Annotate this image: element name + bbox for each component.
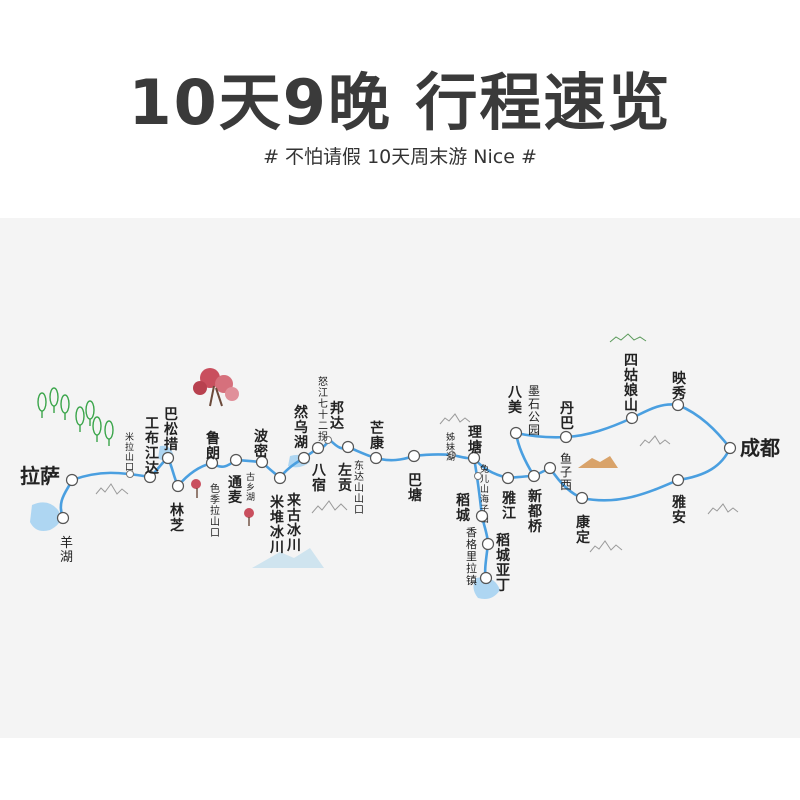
station-label-xinduqiao: 新都桥 — [527, 488, 543, 535]
station-marker-miduibingchuan — [273, 471, 287, 485]
station-marker-batang — [407, 449, 421, 463]
station-label-yuzixi: 鱼子西 — [560, 452, 572, 492]
station-marker-bamei — [509, 426, 523, 440]
station-label-chengdu: 成都 — [740, 436, 780, 460]
station-marker-yaan — [671, 473, 685, 487]
station-label-danba: 丹巴 — [560, 401, 574, 432]
station-marker-lhasa — [65, 473, 79, 487]
daocheng-lake-illustration — [473, 577, 500, 599]
station-label-basu: 八宿 — [311, 463, 327, 494]
page-title: 10天9晚 行程速览 — [128, 66, 672, 139]
station-marker-yajiang — [501, 471, 515, 485]
station-label-siguniangshan: 四姑娘山 — [624, 353, 639, 414]
blossom-tree-illustration — [191, 368, 254, 526]
station-label-kangding: 康定 — [576, 514, 591, 546]
station-label-ranwuhu: 然乌湖 — [294, 404, 308, 451]
station-label-gongbujiangda: 工布江达 — [145, 416, 159, 477]
station-label-yanghu: 羊湖 — [60, 535, 73, 565]
station-label-yingxiu: 映秀 — [671, 371, 687, 402]
station-marker-chengdu — [723, 441, 737, 455]
station-label-milashankou: 米拉山口 — [125, 431, 134, 473]
station-label-moshigongyuan: 墨石公园 — [528, 384, 540, 437]
station-marker-yanghu — [56, 511, 70, 525]
station-marker-zimeihu — [448, 451, 456, 459]
station-label-lhasa: 拉萨 — [20, 464, 60, 488]
station-marker-bomi — [255, 455, 269, 469]
station-label-bamei: 八美 — [507, 385, 523, 416]
main-route-line — [59, 403, 732, 579]
station-marker-basu — [311, 441, 325, 455]
mountain-illustration — [95, 333, 739, 553]
station-label-litang: 理塘 — [468, 425, 482, 456]
station-label-zuogong: 左贡 — [337, 462, 352, 494]
station-label-yaan: 雅安 — [672, 494, 686, 526]
route-map-panel: 拉萨羊湖 米拉山口 工布江达巴松措林芝 鲁朗色季拉山口通麦古乡湖 波密米堆冰川来古冰川 然… — [0, 218, 800, 738]
station-label-yajiang: 雅江 — [502, 490, 516, 522]
station-marker-litang — [467, 451, 481, 465]
station-label-zimeihu: 姊妹湖 — [446, 431, 455, 463]
station-label-guxianghu: 古乡湖 — [246, 471, 255, 503]
station-marker-xianggelila — [481, 537, 495, 551]
station-label-tongmai: 通麦 — [228, 475, 243, 506]
tree-illustration — [37, 387, 114, 446]
station-marker-milashankou — [126, 470, 134, 478]
station-label-xianggelila: 香格里拉镇 — [466, 526, 477, 587]
station-label-daocheng: 稻城 — [456, 492, 470, 524]
station-label-daochengyading: 稻城亚丁 — [496, 532, 510, 594]
station-marker-nujiang72 — [324, 436, 332, 444]
station-label-miduibingchuan: 米堆冰川 — [269, 494, 285, 556]
station-label-sejilashankou: 色季拉山口 — [210, 482, 220, 539]
station-marker-linzhi — [171, 479, 185, 493]
snow-mountain-illustration — [252, 548, 324, 568]
station-label-bangda: 邦达 — [330, 400, 344, 432]
station-label-batang: 巴塘 — [408, 473, 422, 504]
station-label-dongdashankou: 东达山山口 — [354, 459, 364, 516]
station-marker-ranwuhu — [297, 451, 311, 465]
station-marker-danba — [559, 430, 573, 444]
station-label-lulang: 鲁朗 — [205, 430, 220, 462]
station-marker-daocheng — [475, 509, 489, 523]
station-marker-gongbujiangda — [143, 470, 157, 484]
station-marker-mangkang — [369, 451, 383, 465]
station-label-nujiang72: 怒江七十二拐 — [318, 375, 328, 443]
station-marker-tongmai — [229, 453, 243, 467]
station-label-mangkang: 芒康 — [370, 420, 385, 452]
station-marker-xinduqiao — [527, 469, 541, 483]
station-marker-daochengyading — [479, 571, 493, 585]
station-label-bomi: 波密 — [253, 428, 269, 460]
station-label-linzhi: 林芝 — [170, 502, 184, 534]
sunset-mountain-illustration — [578, 456, 618, 468]
station-marker-yuzixi — [543, 461, 557, 475]
station-marker-siguniangshan — [625, 411, 639, 425]
yanghu-lake-illustration — [30, 502, 61, 531]
station-marker-lulang — [205, 456, 219, 470]
page-subtitle: # 不怕请假 10天周末游 Nice # — [263, 146, 537, 168]
station-marker-kangding — [575, 491, 589, 505]
station-marker-basongcuo — [161, 451, 175, 465]
station-label-laigubingchuan: 来古冰川 — [286, 493, 302, 554]
station-marker-yingxiu — [671, 398, 685, 412]
station-label-basongcuo: 巴松措 — [164, 407, 178, 453]
station-marker-zuogong — [341, 440, 355, 454]
station-marker-tuerzishan — [474, 472, 482, 480]
